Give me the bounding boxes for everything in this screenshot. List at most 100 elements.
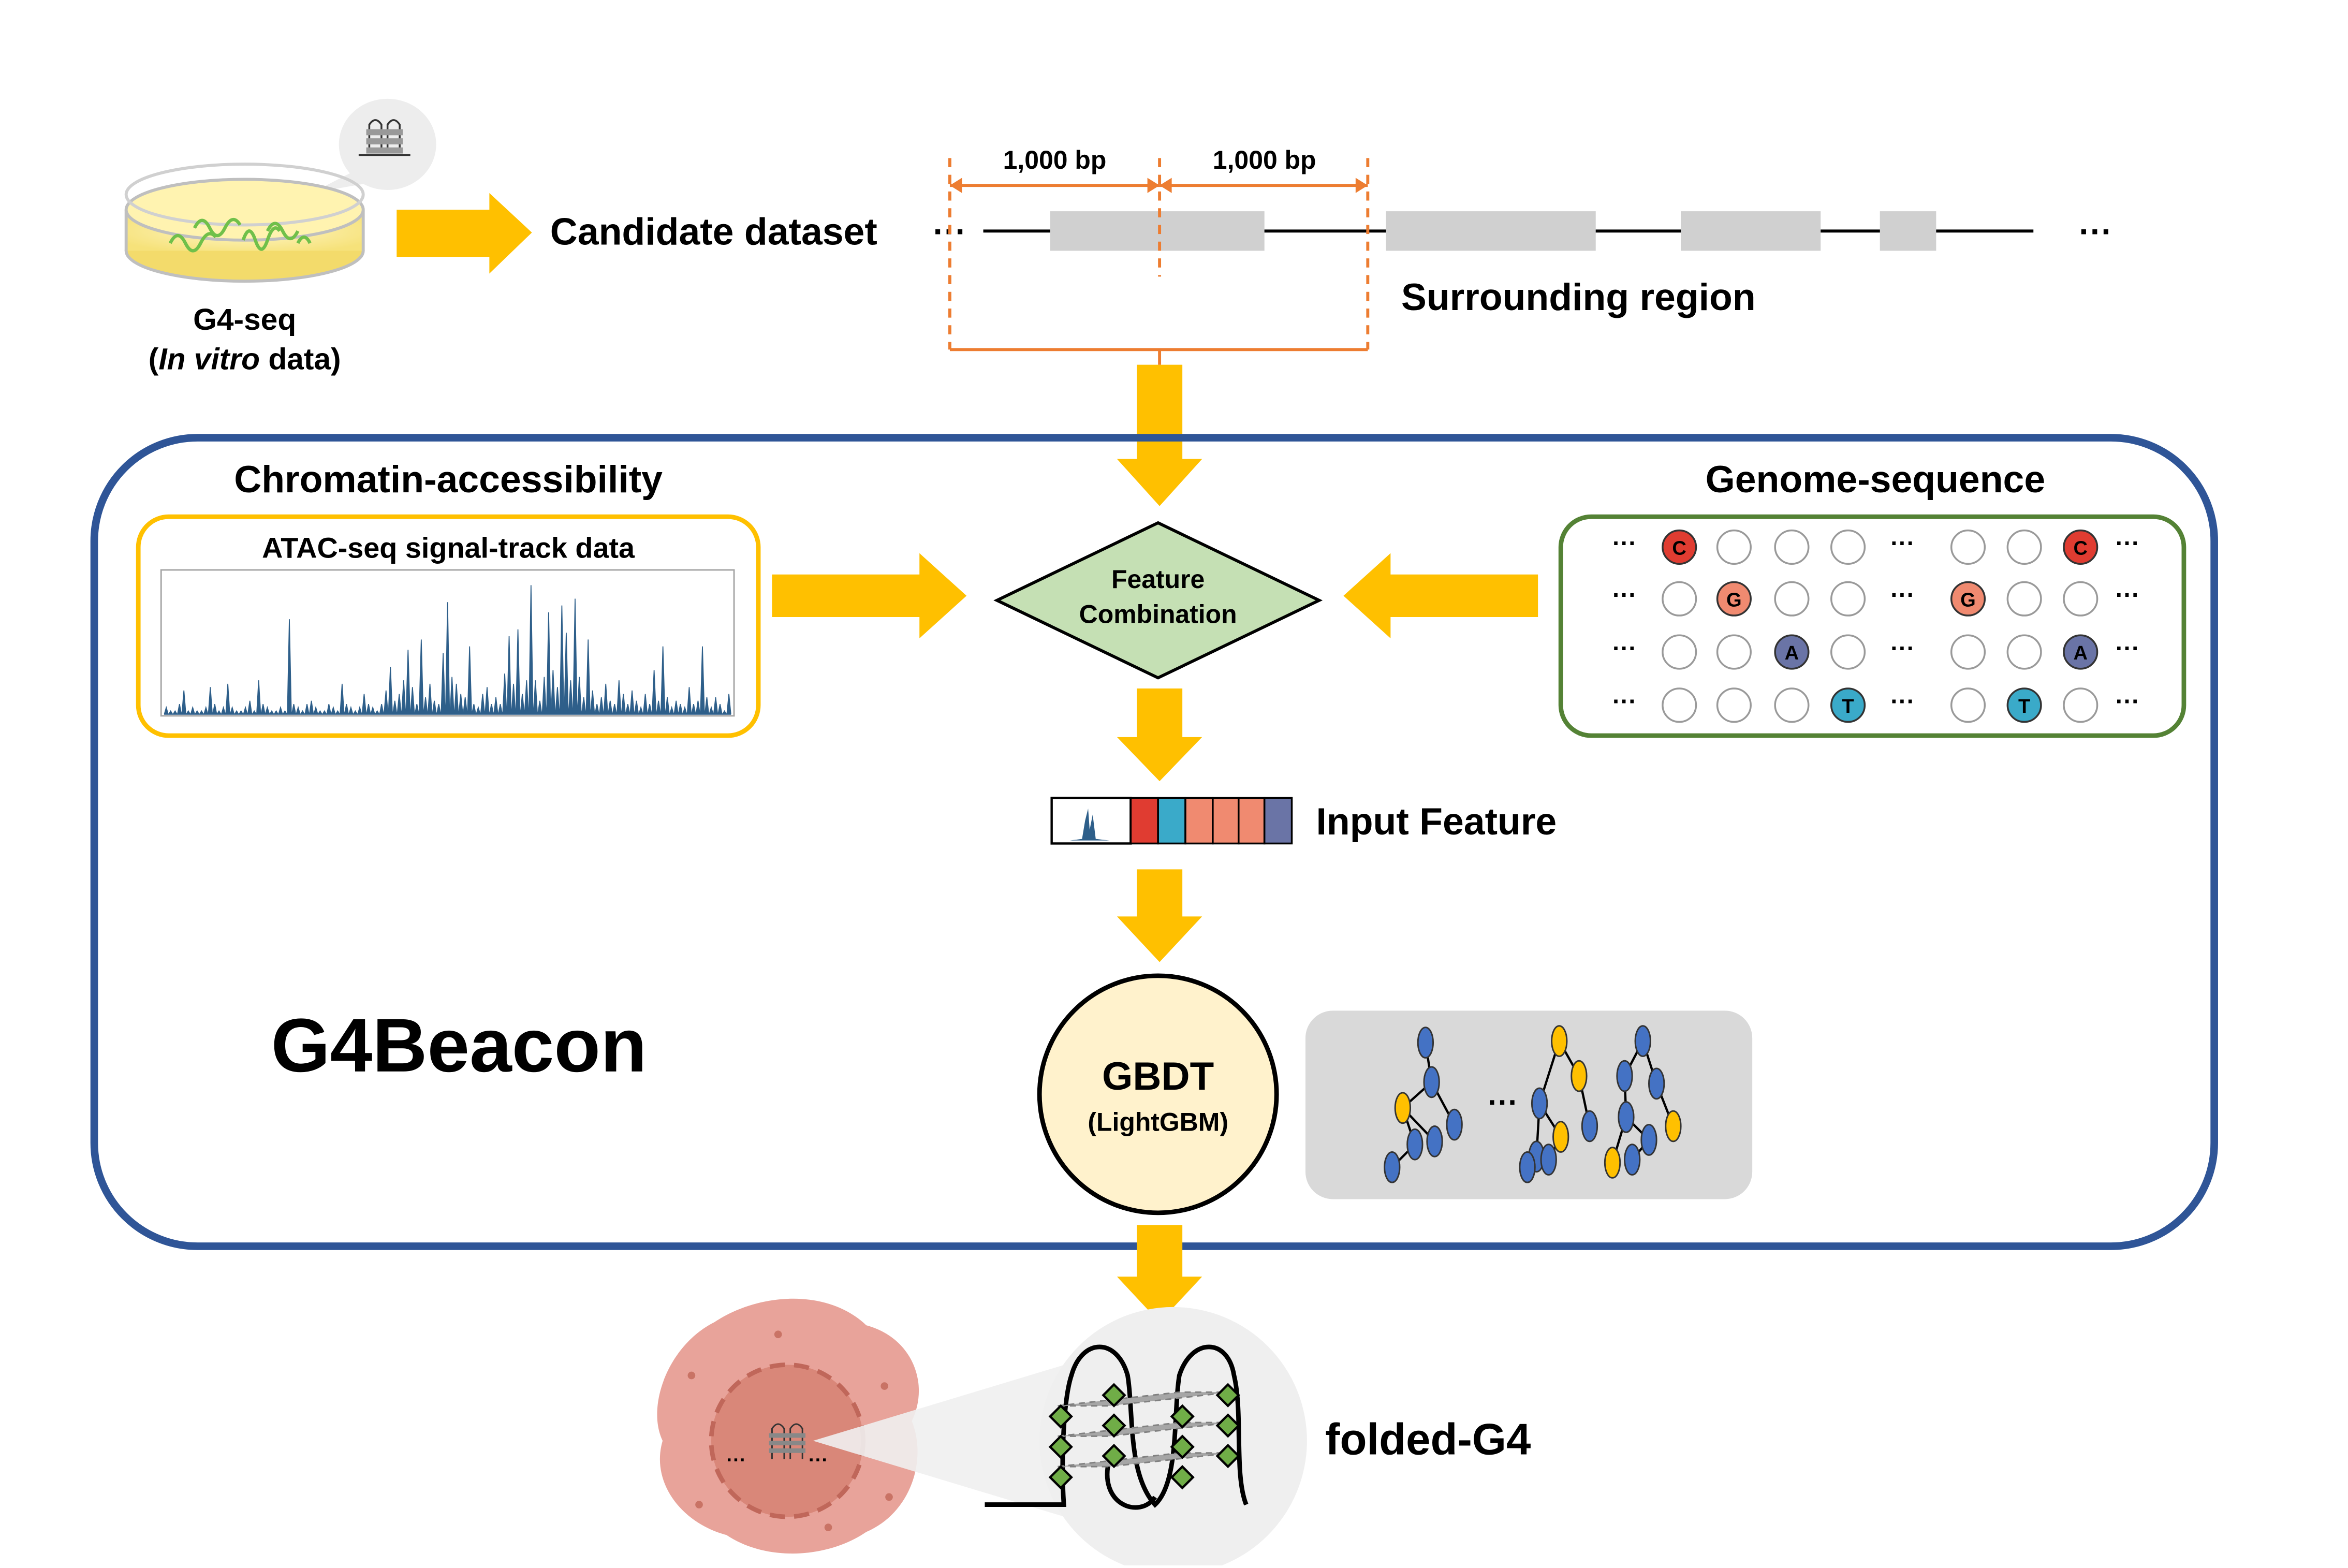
output-folded-g4-label: folded-G4 bbox=[1325, 1415, 1531, 1464]
gbdt-title: GBDT bbox=[1102, 1054, 1214, 1098]
input-feature-vector bbox=[1050, 797, 1293, 845]
feature-combination-line2: Combination bbox=[1079, 600, 1237, 629]
empty-cell bbox=[2063, 687, 2098, 723]
tree-node bbox=[1581, 1110, 1598, 1142]
empty-cell bbox=[1716, 529, 1752, 565]
input-feature-segment-C bbox=[1129, 797, 1159, 845]
genome-heading: Genome-sequence bbox=[1706, 458, 2046, 501]
empty-cell bbox=[2006, 581, 2042, 617]
tree-node bbox=[1384, 1151, 1401, 1183]
tree-node bbox=[1394, 1092, 1412, 1124]
tree-node bbox=[1618, 1101, 1635, 1133]
tree-node bbox=[1665, 1110, 1682, 1142]
nucleus-dots-right: ··· bbox=[809, 1449, 828, 1471]
empty-cell bbox=[1950, 634, 1986, 670]
bp-left-label: 1,000 bp bbox=[1003, 145, 1107, 174]
guanine-tetrad-node bbox=[1215, 1383, 1240, 1408]
base-letter: C bbox=[1672, 537, 1686, 560]
guanine-tetrad-node bbox=[1048, 1434, 1073, 1459]
region-block bbox=[1386, 211, 1596, 251]
empty-cell bbox=[1830, 529, 1866, 565]
tree-node bbox=[1446, 1108, 1463, 1141]
tree-node bbox=[1406, 1128, 1424, 1161]
tree-node bbox=[1551, 1025, 1568, 1057]
empty-cell bbox=[2006, 529, 2042, 565]
guanine-tetrad-node bbox=[1215, 1443, 1240, 1469]
base-letter: G bbox=[1960, 589, 1976, 611]
base-letter: C bbox=[2073, 537, 2088, 560]
base-A-cell bbox=[2063, 634, 2098, 670]
genome-row-ellipsis: ··· bbox=[1612, 530, 1637, 557]
nucleus-dots-left: ··· bbox=[726, 1449, 746, 1471]
empty-cell bbox=[1662, 687, 1697, 723]
g4seq-title: G4-seq bbox=[193, 303, 296, 336]
tree-node bbox=[1540, 1144, 1557, 1176]
base-A-cell bbox=[1774, 634, 1810, 670]
tree-node bbox=[1426, 1125, 1443, 1157]
genome-row-ellipsis: ··· bbox=[1612, 581, 1637, 609]
tree-node bbox=[1604, 1147, 1621, 1179]
atac-box-title: ATAC-seq signal-track data bbox=[262, 532, 635, 564]
tree-node bbox=[1423, 1066, 1440, 1098]
base-T-cell bbox=[2006, 687, 2042, 723]
tree-node bbox=[1552, 1121, 1569, 1153]
base-letter: A bbox=[1785, 642, 1799, 664]
input-feature-segment-G bbox=[1238, 797, 1266, 845]
base-C-cell bbox=[2063, 529, 2098, 565]
input-feature-segment-A bbox=[1263, 797, 1293, 845]
feature-combination-diamond bbox=[993, 521, 1323, 680]
empty-cell bbox=[1830, 581, 1866, 617]
surrounding-region-label: Surrounding region bbox=[1401, 276, 1756, 318]
base-letter: T bbox=[2018, 695, 2030, 717]
tree-node bbox=[1640, 1124, 1657, 1156]
empty-cell bbox=[1774, 529, 1810, 565]
genome-row-ellipsis: ··· bbox=[1890, 530, 1915, 557]
trees-ellipsis: ··· bbox=[1488, 1086, 1518, 1119]
arrow-to-candidate bbox=[397, 193, 532, 274]
arrow-to-output bbox=[1117, 1225, 1202, 1323]
g4seq-subtitle: (In vitro data) bbox=[149, 342, 341, 376]
genome-row-ellipsis: ··· bbox=[2116, 581, 2140, 609]
guanine-tetrad-node bbox=[1102, 1443, 1126, 1469]
tree-node bbox=[1417, 1027, 1434, 1059]
tree-node bbox=[1616, 1060, 1633, 1092]
input-feature-peak-icon bbox=[1069, 808, 1110, 841]
guanine-tetrad-node bbox=[1102, 1383, 1126, 1408]
empty-cell bbox=[1716, 687, 1752, 723]
tree-node bbox=[1634, 1025, 1651, 1057]
input-feature-segment-G bbox=[1212, 797, 1240, 845]
atac-peaks bbox=[164, 585, 731, 715]
genome-row-ellipsis: ··· bbox=[1890, 634, 1915, 662]
gbdt-circle bbox=[1037, 973, 1279, 1215]
mini-g4-structure-icon bbox=[358, 119, 410, 156]
tree-node bbox=[1571, 1060, 1588, 1092]
base-C-cell bbox=[1662, 529, 1697, 565]
dna-strands-icon bbox=[168, 218, 312, 253]
tree-node bbox=[1531, 1087, 1548, 1120]
decision-trees bbox=[1384, 1025, 1682, 1183]
guanine-tetrad-node bbox=[1215, 1413, 1240, 1438]
empty-cell bbox=[1950, 687, 1986, 723]
input-feature-label: Input Feature bbox=[1316, 800, 1557, 843]
bp-arrowhead bbox=[1355, 178, 1368, 193]
genome-row-ellipsis: ··· bbox=[1612, 687, 1637, 715]
arrow-atac-to-combination bbox=[772, 553, 967, 639]
region-block bbox=[1880, 211, 1936, 251]
base-letter: G bbox=[1726, 589, 1742, 611]
empty-cell bbox=[1774, 581, 1810, 617]
arrow-genome-to-combination bbox=[1343, 553, 1538, 639]
base-G-cell bbox=[1950, 581, 1986, 617]
empty-cell bbox=[1662, 581, 1697, 617]
base-T-cell bbox=[1830, 687, 1866, 723]
tree-node bbox=[1648, 1067, 1665, 1100]
bp-arrowhead bbox=[1160, 178, 1172, 193]
guanine-tetrad-node bbox=[1170, 1465, 1195, 1490]
empty-cell bbox=[1774, 687, 1810, 723]
guanine-tetrad-node bbox=[1170, 1434, 1195, 1459]
arrow-to-gbdt bbox=[1117, 869, 1202, 962]
input-feature-segment-G bbox=[1184, 797, 1214, 845]
arrow-to-input-feature bbox=[1117, 688, 1202, 782]
